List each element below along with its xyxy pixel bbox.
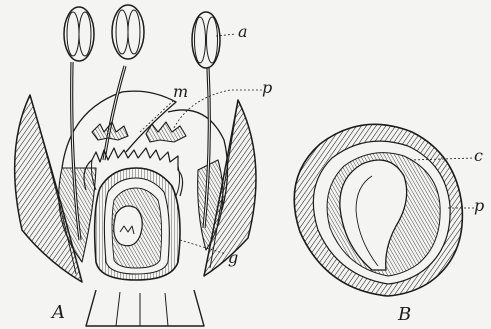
label-figure-a: A [52, 304, 65, 322]
label-m-nectary: m [173, 84, 188, 100]
label-g-gynoecium: g [228, 250, 238, 266]
label-figure-b: B [398, 306, 411, 324]
figure-a-flower-section [15, 5, 262, 326]
anther-centre [112, 5, 144, 59]
nectary-left [92, 122, 128, 140]
receptacle [86, 290, 204, 326]
stamen-centre-filament [104, 66, 125, 160]
label-a-anther: a [238, 24, 248, 40]
anther-right [192, 12, 220, 68]
anther-left [64, 7, 94, 61]
figure-b-seed-section [294, 124, 474, 296]
ovule [114, 206, 143, 246]
label-p-seed: p [474, 198, 484, 214]
label-c-coat: c [474, 148, 483, 164]
nectary-right [146, 122, 186, 142]
label-p-petal: p [262, 80, 272, 96]
